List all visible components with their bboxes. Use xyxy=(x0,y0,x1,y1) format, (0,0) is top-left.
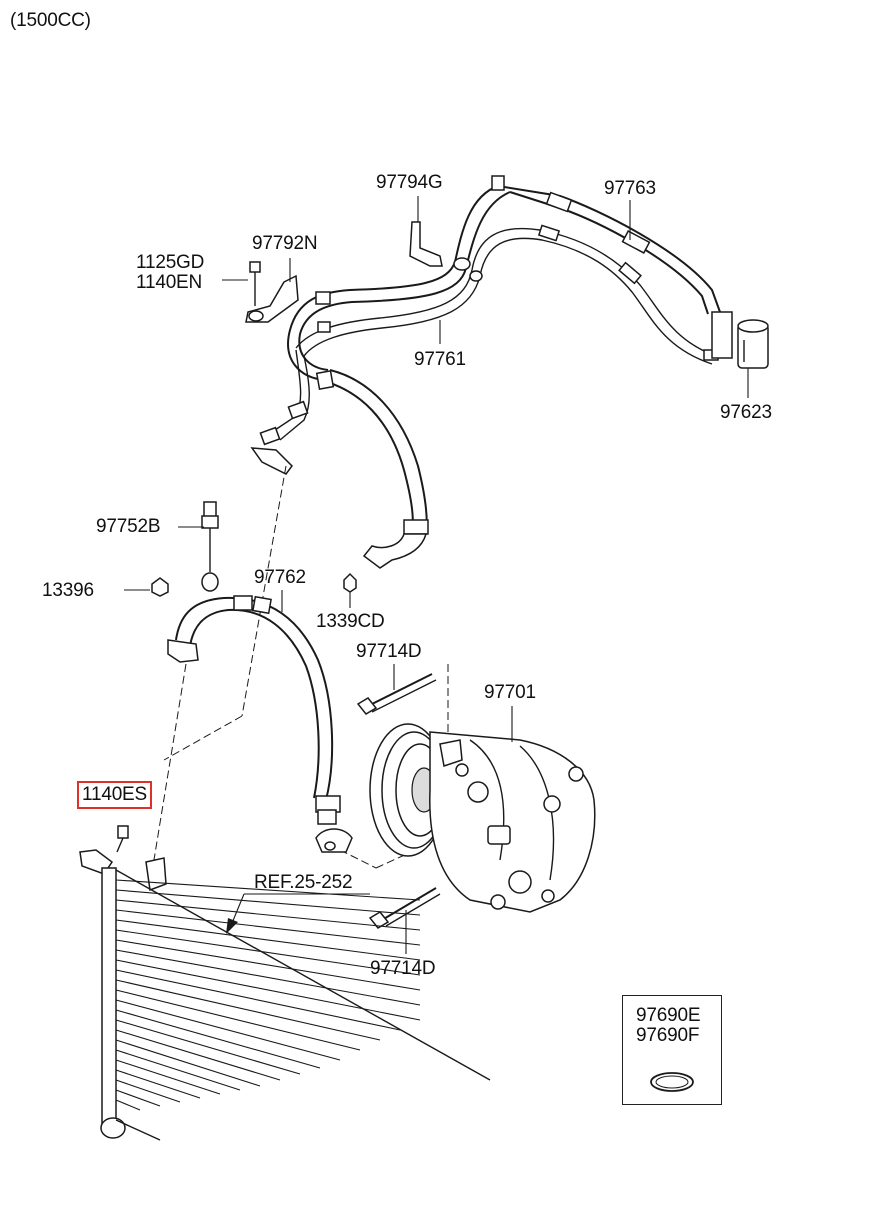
part-label-97761[interactable]: 97761 xyxy=(414,349,466,370)
sensor-97752b xyxy=(201,501,219,592)
compressor-97701 xyxy=(369,723,596,913)
part-label-97762[interactable]: 97762 xyxy=(254,567,306,588)
part-label-1125gd[interactable]: 1125GD xyxy=(136,252,205,273)
o-ring-icon xyxy=(650,1072,694,1092)
nut-13396 xyxy=(151,577,169,597)
o-ring-kit-box xyxy=(622,995,722,1105)
hose-97763 xyxy=(287,175,721,381)
part-label-97763[interactable]: 97763 xyxy=(604,178,656,199)
part-label-13396[interactable]: 13396 xyxy=(42,580,94,601)
suction-hose-upper xyxy=(315,369,429,569)
part-label-1140en[interactable]: 1140EN xyxy=(136,272,203,293)
part-label-97623[interactable]: 97623 xyxy=(720,402,772,423)
condenser-fins xyxy=(115,879,421,1111)
bolt-1140es xyxy=(116,825,129,853)
part-label-97690e[interactable]: 97690E xyxy=(636,1005,701,1026)
nut-1339cd xyxy=(343,572,357,593)
bolt-97714d-top xyxy=(356,673,437,715)
part-label-1339cd[interactable]: 1339CD xyxy=(316,611,385,632)
hose-97762 xyxy=(167,595,353,853)
engine-note: (1500CC) xyxy=(10,10,91,31)
pressure-pipe xyxy=(250,349,310,475)
receiver-drier-97623 xyxy=(711,311,769,369)
part-label-97714d-top[interactable]: 97714D xyxy=(356,641,422,662)
reference-label[interactable]: REF.25-252 xyxy=(254,872,353,893)
part-label-97794g[interactable]: 97794G xyxy=(376,172,443,193)
part-label-97701[interactable]: 97701 xyxy=(484,682,536,703)
bolt-97714d-bottom xyxy=(368,887,441,929)
leader-lines xyxy=(124,196,749,954)
part-label-1140es[interactable]: 1140ES xyxy=(76,781,153,809)
clamp-97794g xyxy=(409,221,483,282)
part-label-97714d-bottom[interactable]: 97714D xyxy=(370,958,436,979)
part-label-97752b[interactable]: 97752B xyxy=(96,516,161,537)
part-label-97792n[interactable]: 97792N xyxy=(252,233,318,254)
bracket-97792n xyxy=(245,261,331,333)
part-label-97690f[interactable]: 97690F xyxy=(636,1025,700,1046)
pipe-97761 xyxy=(295,224,719,365)
condenser xyxy=(79,849,491,1141)
